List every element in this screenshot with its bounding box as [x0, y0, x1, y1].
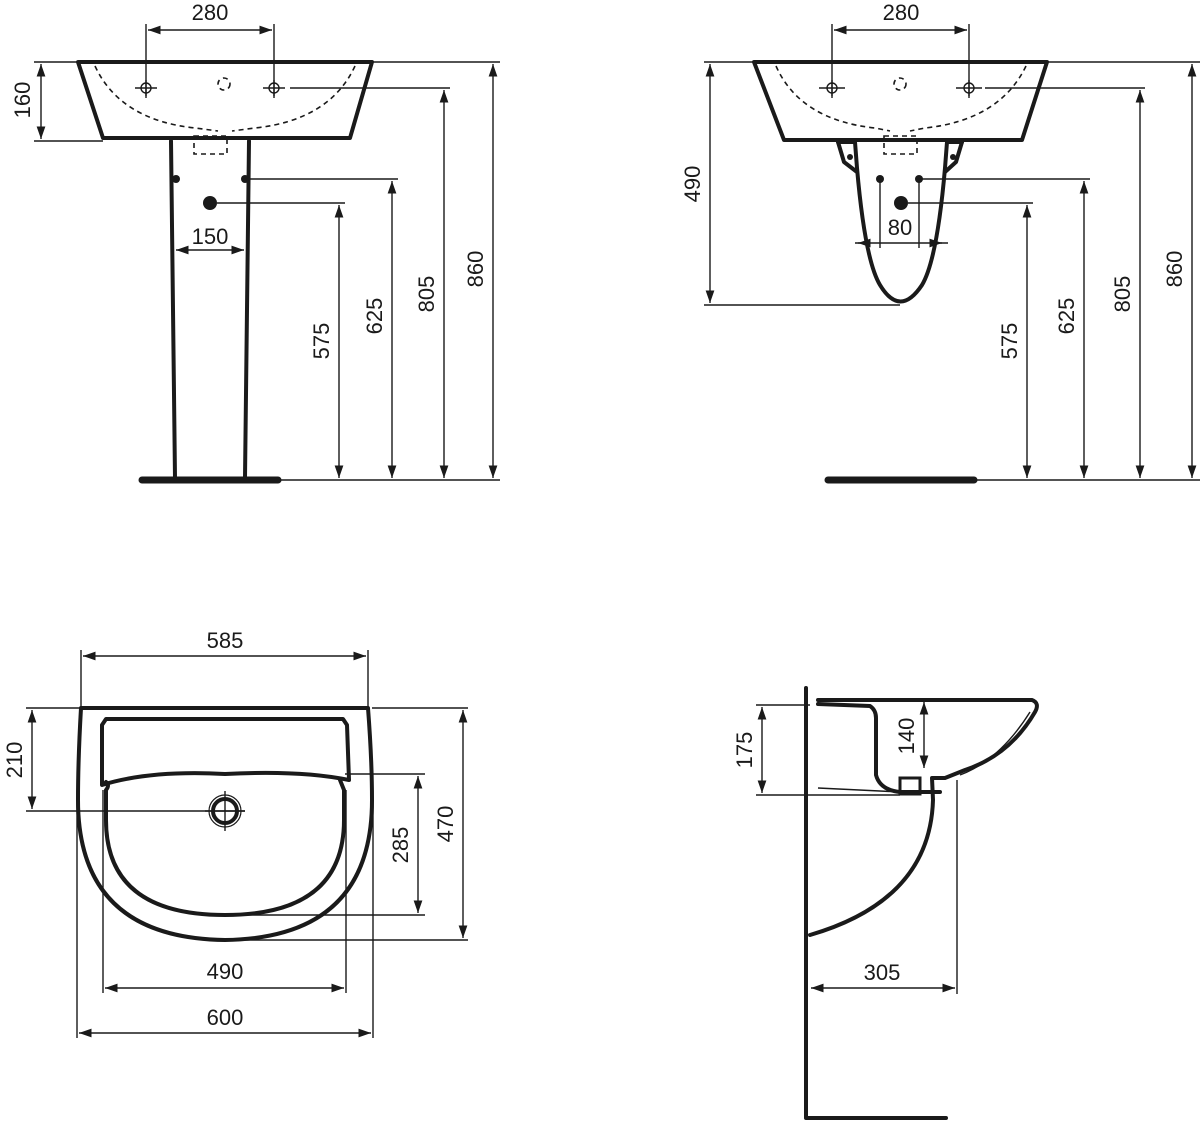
dim-bowl-depth: 285 [388, 827, 413, 864]
front-semi-pedestal-view: 280 490 80 575 625 805 860 [680, 0, 1200, 484]
dim-supply-spacing: 80 [888, 215, 912, 240]
dim-tap-height-2: 805 [1110, 276, 1135, 313]
plan-view: 585 210 285 470 490 600 [2, 628, 468, 1038]
dim-rear-width: 585 [207, 628, 244, 653]
front-pedestal-view: 280 160 150 575 625 805 860 [10, 0, 500, 484]
dim-overall-width: 600 [207, 1005, 244, 1030]
dim-bowl-width: 490 [207, 959, 244, 984]
dim-pedestal-fixing: 150 [192, 224, 229, 249]
dim-overall-height-2: 860 [1162, 251, 1187, 288]
dim-projection: 305 [864, 960, 901, 985]
dim-semi-pedestal-drop: 490 [680, 166, 705, 203]
dim-waste-height: 575 [309, 323, 334, 360]
dim-side-basin-height: 175 [732, 732, 757, 769]
dim-supply-height: 625 [362, 298, 387, 335]
dim-tap-spacing: 280 [192, 0, 229, 25]
dim-tap-spacing-2: 280 [883, 0, 920, 25]
side-view: 175 140 305 [732, 686, 1039, 1120]
dim-supply-height-2: 625 [1054, 298, 1079, 335]
dim-side-bowl-depth: 140 [894, 718, 919, 755]
dim-waste-height-2: 575 [997, 323, 1022, 360]
dim-basin-height: 160 [10, 82, 35, 119]
dim-overall-depth: 470 [433, 806, 458, 843]
dim-tap-height: 805 [414, 276, 439, 313]
dim-overall-height: 860 [463, 251, 488, 288]
dim-waste-from-wall: 210 [2, 742, 27, 779]
